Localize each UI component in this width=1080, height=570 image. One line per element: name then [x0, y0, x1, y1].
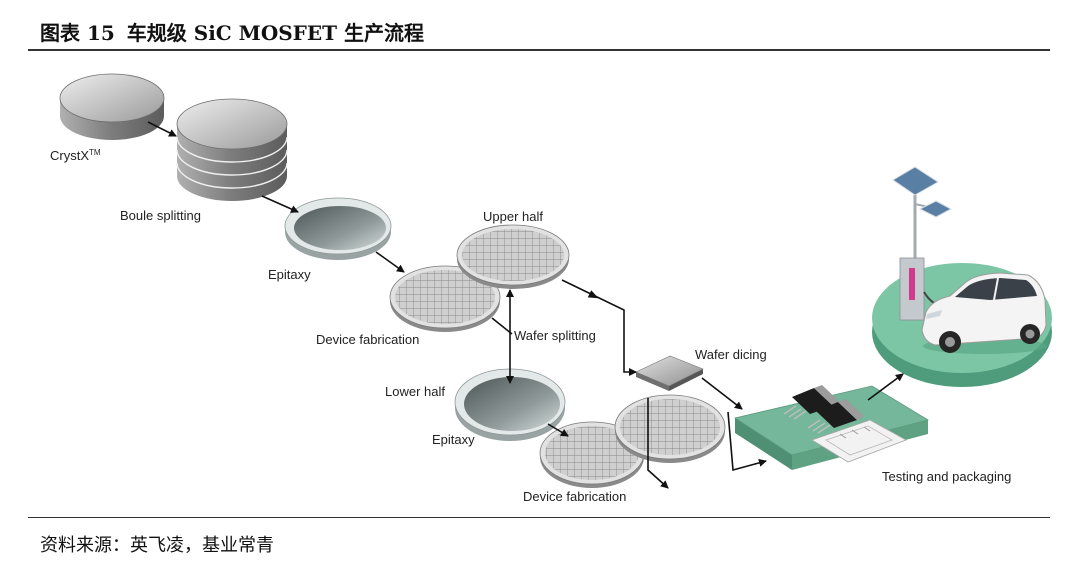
- car-wheel-hub: [1025, 329, 1035, 339]
- power-module: [811, 419, 907, 463]
- arrow-crystx-to-boule: [147, 121, 177, 137]
- figure-title: 图表 15 车规级 SiC MOSFET 生产流程: [40, 17, 424, 46]
- car-headlight: [926, 310, 942, 319]
- wafer-dicing-label: Wafer dicing: [695, 347, 767, 362]
- upper-half-label: Upper half: [483, 209, 543, 224]
- arrow-lower-half-to-device: [547, 423, 569, 437]
- stack-slice-line: [176, 162, 288, 189]
- transistor-leads: [783, 405, 807, 420]
- device-fabrication-wafer: [389, 265, 501, 332]
- lower-half-wafer: [454, 368, 566, 441]
- transistor-leads: [807, 419, 831, 434]
- epitaxy-wafer: [284, 197, 392, 260]
- flow-connectors: [147, 121, 904, 489]
- title-rule: [28, 49, 1050, 51]
- lower-half-label: Lower half: [385, 384, 445, 399]
- crystx-disk: [59, 73, 165, 140]
- crystx-disk-top: [59, 73, 165, 123]
- arrow-dicing-to-board: [701, 377, 743, 410]
- transistor-body: [792, 388, 833, 414]
- board-side-left: [735, 418, 792, 470]
- source-rule: [28, 517, 1050, 518]
- flow-direction-arrowhead: [587, 290, 599, 299]
- power-transistor-package: [783, 385, 840, 420]
- power-transistor-package: [807, 399, 864, 434]
- transistor-body: [816, 402, 857, 428]
- chip-side-left: [636, 372, 669, 391]
- wafer-splitting-label: Wafer splitting: [514, 328, 596, 343]
- upper-half-wafer: [456, 224, 570, 289]
- wafer-die-grid: [545, 426, 639, 480]
- testing-packaging-board: [733, 385, 930, 470]
- solar-panel-pole: [892, 166, 953, 262]
- car-wheel-hub: [945, 337, 955, 347]
- car-window-pillar: [993, 277, 999, 301]
- arrow-upper-half-to-dicing: [561, 279, 637, 376]
- figure-number: 图表 15: [40, 21, 115, 45]
- arrow-board-to-vehicle: [867, 373, 904, 401]
- testing-packaging-label: Testing and packaging: [882, 469, 1011, 484]
- epitaxy-label-2: Epitaxy: [432, 432, 475, 447]
- device-fabrication-label: Device fabrication: [316, 332, 419, 347]
- arrow-epitaxy-to-device: [375, 251, 405, 273]
- arrow-device-down: [647, 398, 669, 489]
- transistor-tab: [838, 399, 864, 420]
- module-pins: [839, 426, 871, 439]
- chip-side-right: [669, 369, 703, 391]
- epitaxy-label: Epitaxy: [268, 267, 311, 282]
- diced-chip: [635, 355, 704, 391]
- device-fabrication-label-2: Device fabrication: [523, 489, 626, 504]
- electric-car: [921, 272, 1047, 354]
- chip-top: [635, 355, 704, 387]
- module-lid: [825, 425, 893, 456]
- solar-panel-icon: [918, 200, 953, 218]
- wafer-die-grid: [395, 270, 495, 324]
- crystx-trademark: TM: [89, 148, 101, 157]
- boule-splitting-label: Boule splitting: [120, 208, 201, 223]
- arrow-device-to-board: [727, 411, 767, 472]
- transistor-tab: [814, 385, 840, 406]
- figure-title-text: 车规级 SiC MOSFET 生产流程: [126, 21, 424, 45]
- stack-slice-line: [176, 149, 288, 176]
- module-body: [811, 419, 907, 463]
- stack-slice-line: [176, 136, 288, 163]
- arrow-boule-to-epitaxy: [261, 195, 299, 213]
- device-fabrication-wafer-b: [614, 394, 726, 463]
- charger-accent: [909, 268, 915, 300]
- epitaxy-wafer-surface: [294, 206, 386, 250]
- lower-half-surface: [464, 377, 560, 431]
- wafer-die-grid: [620, 399, 720, 455]
- crystx-label-text: CrystX: [50, 148, 89, 163]
- boule-split-stack: [176, 98, 288, 201]
- wafer-die-grid: [462, 229, 564, 281]
- crystx-label: CrystXTM: [50, 148, 101, 163]
- stack-top: [176, 98, 288, 150]
- connector-device-to-splitting: [491, 317, 513, 335]
- source-note: 资料来源：英飞凌，基业常青: [40, 535, 274, 556]
- solar-panel-icon: [892, 166, 939, 196]
